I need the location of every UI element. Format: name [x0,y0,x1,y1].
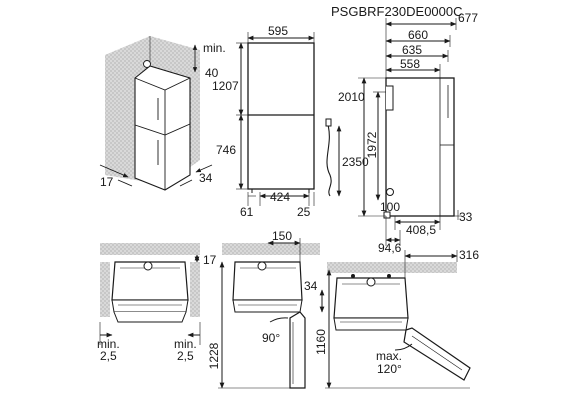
side-offset-value: 61 [240,205,254,219]
lower-height-value: 746 [216,143,236,157]
depth-408-value: 408,5 [406,223,436,237]
inner-width-value: 424 [270,190,290,204]
top1-right-min-label: min. [174,337,197,351]
top-view-2 [218,238,325,389]
top3-max-angle-value: 120° [377,362,402,376]
depth-660-value: 660 [408,28,428,42]
rear-offset-value: 94,6 [378,241,402,255]
top3-max-label: max. [376,349,402,363]
base-height-value: 100 [380,200,400,214]
top1-right-min-value: 2,5 [177,349,194,363]
total-height-value: 2010 [338,90,365,104]
left-gap-value: 17 [100,175,114,189]
top-view-3 [325,250,471,389]
top2-angle-value: 90° [262,331,280,345]
depth-635-value: 635 [402,43,422,57]
top-clearance-min: min. [203,41,226,55]
depth-677-value: 677 [458,11,478,25]
top1-clearance-value: 17 [203,253,217,267]
front-width-value: 595 [268,24,288,38]
foot-right-value: 33 [459,210,473,224]
top1-left-min-value: 2,5 [100,349,117,363]
top3-door-span-value: 1160 [314,329,328,355]
right-gap-value: 34 [199,171,213,185]
top2-door-side-value: 34 [304,279,318,293]
body-height-value: 1972 [365,131,379,158]
upper-height-value: 1207 [212,79,239,93]
top3-width-offset-value: 316 [459,248,479,262]
top-view-1 [99,243,201,345]
top2-door-offset-value: 150 [272,229,292,243]
depth-558-value: 558 [400,57,420,71]
front-view [236,32,342,206]
top1-left-min-label: min. [97,337,120,351]
top2-door-span-value: 1228 [207,342,221,369]
side-view [358,18,462,246]
perspective-view [99,36,213,191]
top-clearance-value: 40 [205,66,219,80]
model-code: PSGBRF230DE0000C [331,4,463,19]
right-offset-value: 25 [297,205,311,219]
